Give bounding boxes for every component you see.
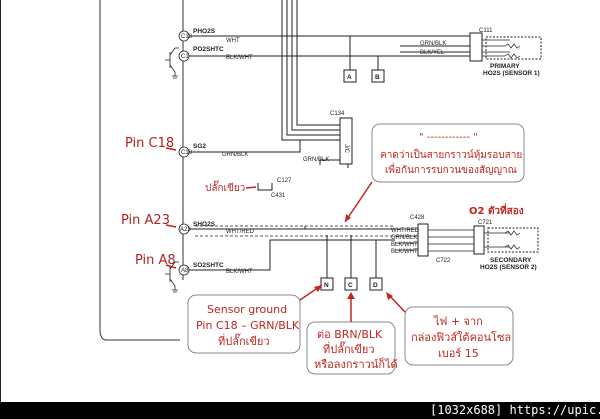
svg-text:ที่ปลั๊กเขียว: ที่ปลั๊กเขียว bbox=[323, 341, 375, 356]
c127-connector: C127 C431 bbox=[257, 178, 292, 199]
footer-bar bbox=[0, 402, 600, 419]
svg-text:Pin C18 – GRN/BLK: Pin C18 – GRN/BLK bbox=[196, 319, 300, 332]
wire-color-c111-grnblk: GRN/BLK bbox=[420, 41, 446, 47]
svg-text:ต่อ BRN/BLK: ต่อ BRN/BLK bbox=[317, 328, 383, 341]
pin-a8: A8 bbox=[178, 264, 190, 276]
svg-text:C134: C134 bbox=[330, 111, 345, 117]
svg-text:C431: C431 bbox=[271, 193, 286, 199]
svg-text:ไฟ + จาก: ไฟ + จาก bbox=[433, 315, 483, 328]
shield-dashes bbox=[195, 225, 395, 237]
box-n: N bbox=[320, 277, 334, 291]
annotation-pin-c18: Pin C18 bbox=[125, 136, 174, 151]
transistor-symbol-top bbox=[165, 47, 179, 79]
svg-text:A8: A8 bbox=[181, 268, 189, 274]
svg-text:คาดว่าเป็นสายกราวน์หุ้มรอบสาย: คาดว่าเป็นสายกราวน์หุ้มรอบสาย bbox=[380, 147, 522, 161]
wire-label-po2shtc: PO2SHTC bbox=[193, 46, 224, 53]
annotation-pin-a8: Pin A8 bbox=[135, 253, 176, 268]
svg-text:C127: C127 bbox=[277, 178, 292, 184]
arrowhead-power bbox=[386, 292, 393, 300]
box-b: B bbox=[371, 69, 385, 83]
svg-text:ที่ปลั๊กเขียว: ที่ปลั๊กเขียว bbox=[218, 333, 270, 348]
annotation-o2-second: O2 ตัวที่สอง bbox=[469, 203, 524, 217]
wire-label-so2shtc: SO2SHTC bbox=[193, 262, 224, 269]
svg-text:C18: C18 bbox=[181, 150, 193, 156]
callout-connect: ต่อ BRN/BLK ที่ปลั๊กเขียว หรือลงกราวน์ก็… bbox=[306, 321, 398, 375]
transistor-symbol-bottom bbox=[165, 261, 179, 293]
wire-color-sho2s: WHT/RED bbox=[226, 229, 255, 235]
svg-text:กล่องฟิวส์ใต้คอนโซล: กล่องฟิวส์ใต้คอนโซล bbox=[411, 330, 511, 344]
ecm-housing bbox=[99, 0, 180, 341]
wire-color-c428-1: WHT/RED bbox=[391, 228, 420, 234]
svg-text:C1: C1 bbox=[181, 54, 189, 60]
svg-text:HO2S (SENSOR 1): HO2S (SENSOR 1) bbox=[483, 70, 540, 77]
wire-color-sg2: GRN/BLK bbox=[222, 152, 248, 158]
wire-label-sg2: SG2 bbox=[193, 143, 206, 150]
arrow-pin-c18 bbox=[165, 147, 177, 151]
wire-color-c134: GRN/BLK bbox=[303, 157, 329, 163]
svg-text:SECONDARY: SECONDARY bbox=[490, 257, 532, 264]
arrowhead-ground bbox=[314, 285, 322, 292]
annotation-pin-a23: Pin A23 bbox=[121, 213, 170, 228]
svg-text:D: D bbox=[373, 282, 378, 289]
svg-text:PRIMARY: PRIMARY bbox=[490, 63, 520, 70]
wire-label-pho2s: PHO2S bbox=[193, 28, 216, 35]
arrow-plug-green bbox=[245, 186, 257, 189]
svg-text:HO2S (SENSOR 2): HO2S (SENSOR 2) bbox=[480, 264, 537, 271]
svg-text:Sensor ground: Sensor ground bbox=[207, 303, 287, 316]
wires-secondary bbox=[395, 228, 418, 251]
footer-text: [1032x688] https://upic.me/ bbox=[430, 403, 600, 417]
svg-text:J/C: J/C bbox=[343, 144, 349, 154]
arrow-shield bbox=[344, 181, 373, 223]
annotation-plug-green: ปลั๊กเขียว bbox=[205, 180, 245, 194]
svg-text:N: N bbox=[324, 282, 329, 289]
box-c: C bbox=[344, 277, 358, 291]
wire-so2shtc bbox=[189, 239, 395, 271]
svg-text:หรือลงกราวน์ก็ได้: หรือลงกราวน์ก็ได้ bbox=[314, 357, 398, 371]
callout-ground: Sensor ground Pin C18 – GRN/BLK ที่ปลั๊ก… bbox=[187, 294, 301, 354]
svg-text:เพื่อกันการรบกวนของสัญญาณ: เพื่อกันการรบกวนของสัญญาณ bbox=[385, 162, 517, 176]
svg-text:C111: C111 bbox=[479, 28, 493, 34]
arrow-pin-a23 bbox=[165, 224, 177, 228]
wire-label-sho2s: SHO2S bbox=[193, 221, 216, 228]
wire-color-c111-blkyel: BLK/YEL bbox=[420, 50, 445, 56]
box-a: A bbox=[343, 69, 357, 83]
arrow-pin-a8 bbox=[165, 264, 177, 269]
svg-text:C722: C722 bbox=[436, 258, 451, 264]
svg-text:C: C bbox=[348, 282, 353, 289]
svg-text:C721: C721 bbox=[478, 220, 493, 226]
wire-color-c428-2: GRN/BLK bbox=[391, 235, 417, 241]
wire-color-po2shtc: BLK/WHT bbox=[226, 55, 253, 61]
wire-color-c428-3: BLK/WHT bbox=[391, 242, 418, 248]
arrowhead-shield bbox=[345, 214, 351, 222]
svg-text:A: A bbox=[347, 74, 352, 81]
svg-text:A23: A23 bbox=[180, 227, 191, 233]
wire-color-pho2s: WHT bbox=[226, 38, 240, 44]
svg-text:C18: C18 bbox=[181, 34, 193, 40]
wire-color-so2shtc: BLK/WHT bbox=[226, 269, 253, 275]
svg-text:B: B bbox=[375, 74, 380, 81]
svg-text:เบอร์ 15: เบอร์ 15 bbox=[438, 347, 479, 360]
jc-connector: J/C C134 bbox=[330, 111, 353, 165]
callout-shield: " ------------ " คาดว่าเป็นสายกราวน์หุ้ม… bbox=[371, 123, 525, 183]
svg-text:C428: C428 bbox=[410, 215, 425, 221]
wire-bundle bbox=[189, 0, 470, 278]
callout-power: ไฟ + จาก กล่องฟิวส์ใต้คอนโซล เบอร์ 15 bbox=[404, 306, 514, 366]
svg-text:" ------------ ": " ------------ " bbox=[419, 132, 478, 143]
pin-c1: C1 bbox=[178, 50, 190, 62]
primary-sensor: C111 PRIMARY HO2S (SENSOR 1) bbox=[469, 28, 542, 77]
box-d: D bbox=[369, 277, 383, 291]
wires-primary-extra bbox=[400, 45, 470, 53]
secondary-sensor: C428 C721 C722 SECONDARY HO2S (SENSOR 2) bbox=[410, 215, 539, 271]
arrowhead-connect bbox=[347, 292, 355, 299]
wire-color-c428-4: BLK/WHT bbox=[391, 249, 418, 255]
